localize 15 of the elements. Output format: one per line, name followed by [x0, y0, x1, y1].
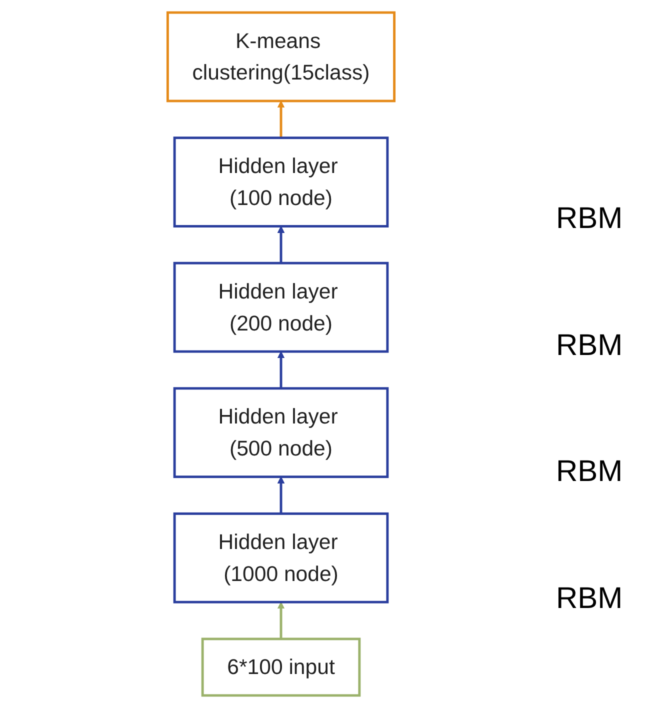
node-box: Hidden layer (1000 node) — [173, 512, 389, 604]
node-box: Hidden layer (100 node) — [173, 136, 389, 228]
layer-label: RBM — [556, 582, 624, 616]
arrow — [277, 100, 285, 138]
node-box: K-means clustering(15class) — [166, 11, 396, 102]
layer-label: RBM — [556, 202, 624, 236]
node-box: Hidden layer (200 node) — [173, 262, 389, 353]
node-box: 6*100 input — [201, 638, 361, 697]
arrow — [277, 602, 285, 639]
layer-label: RBM — [556, 328, 624, 363]
layer-label: RBM — [556, 455, 624, 490]
arrow — [277, 226, 285, 264]
node-box: Hidden layer (500 node) — [173, 387, 389, 478]
arrow — [277, 476, 285, 514]
arrow — [277, 351, 285, 388]
